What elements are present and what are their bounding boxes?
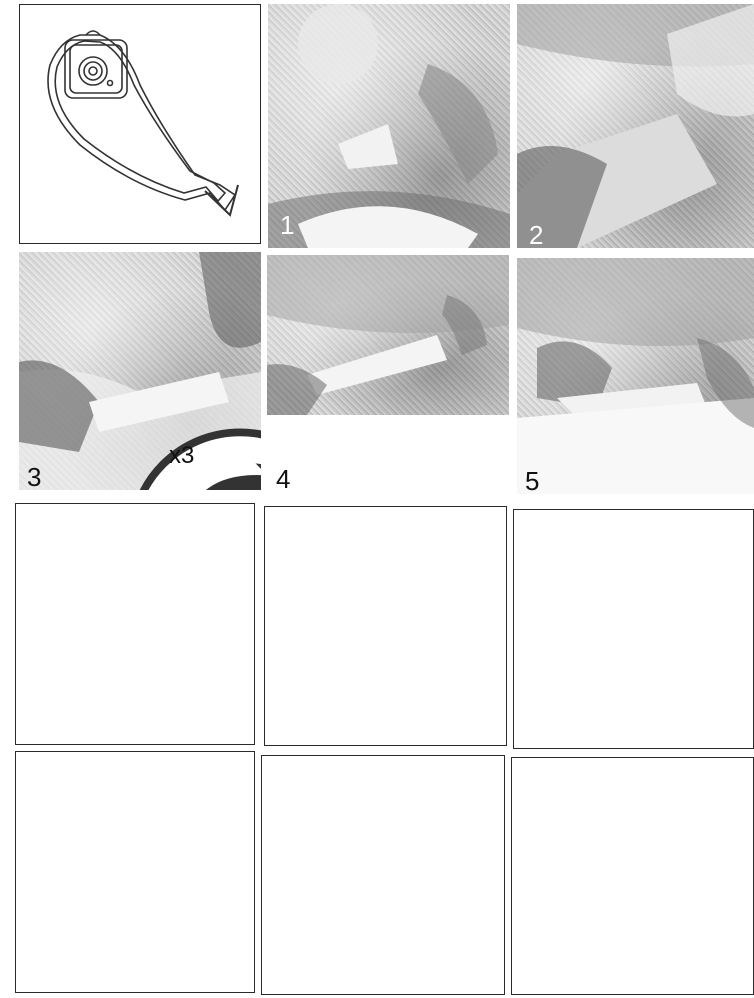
blank-panel [15,503,255,745]
blank-panel [264,506,507,746]
step-number-5: 5 [525,468,539,494]
step-1-photo: 1 [268,4,510,248]
step-3-photo: 3 x3 [19,252,261,490]
step-2-photo: 2 [517,4,754,248]
step-number-1: 1 [280,212,294,238]
hand-removing-backing-paper-photo [268,4,510,248]
pouch-diagram-panel [19,4,261,244]
step-4-photo [267,255,509,415]
blank-panel [511,757,754,995]
outlet-rolled-up-photo [267,255,509,415]
blank-panel [261,755,505,995]
step-5-photo: 5 [517,258,754,494]
hand-peeling-paper-photo [517,4,754,248]
drainable-pouch-diagram [20,5,261,244]
step-number-2: 2 [529,222,543,248]
fingers-pressing-closure-photo [517,258,754,494]
blank-panel [513,509,754,749]
repeat-count-label: x3 [169,444,194,468]
blank-panel [15,751,255,993]
step-number-3: 3 [27,464,41,490]
step-number-4: 4 [276,466,290,492]
